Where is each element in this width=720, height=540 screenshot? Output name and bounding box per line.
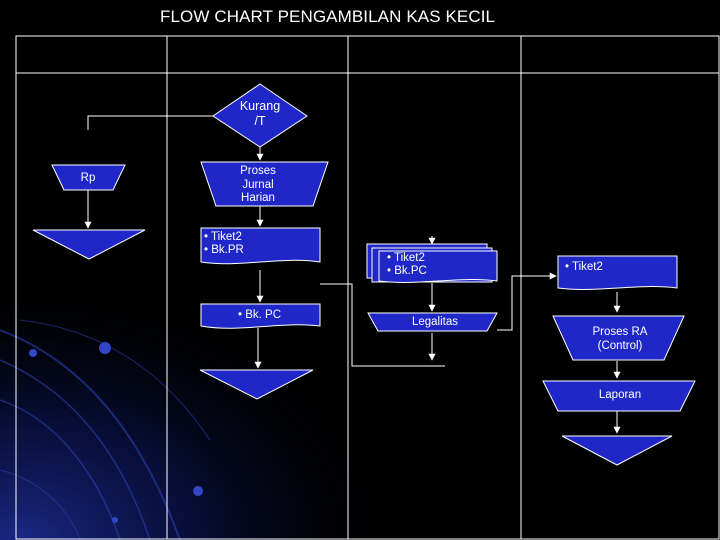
decision-kurang-label: Kurang /T <box>239 99 281 128</box>
background-glow <box>0 250 420 540</box>
page-title: FLOW CHART PENGAMBILAN KAS KECIL <box>160 7 496 26</box>
doc-tiket-bkpr-label: • Tiket2 • Bk.PR <box>204 231 244 256</box>
laporan-shape <box>542 380 696 412</box>
connector-tiket-legalitas-loop <box>320 283 445 367</box>
proses-jurnal-label: Proses Jurnal Harian <box>240 165 276 204</box>
connector-legalitas-tiket <box>497 272 557 331</box>
proses-ra-label: Proses RA (Control) <box>592 326 648 352</box>
doc-tiket-bkpc-shape <box>378 250 498 283</box>
proses-ra-shape <box>552 315 685 361</box>
decorative-dots <box>29 342 203 523</box>
legalitas-label: Legalitas <box>411 316 459 328</box>
doc-tiket-bkpr-shape <box>200 227 321 265</box>
connectors <box>84 115 621 434</box>
proses-jurnal-shape <box>200 161 329 207</box>
bkpc-offpage-triangle <box>199 369 314 400</box>
doc-tiket-label: • Tiket2 <box>565 261 603 273</box>
laporan-label: Laporan <box>598 389 642 401</box>
rp-label: Rp <box>80 172 96 184</box>
doc-bkpc-label: • Bk. PC <box>238 309 282 321</box>
decorative-swirls <box>0 319 211 540</box>
legalitas-shape <box>367 312 498 332</box>
doc-tiket-bkpc-label: • Tiket2 • Bk.PC <box>387 252 427 277</box>
rp-offpage-triangle <box>32 229 146 260</box>
laporan-offpage-triangle <box>561 435 673 466</box>
decision-kurang-shape <box>212 83 308 148</box>
rp-shape <box>51 164 126 191</box>
swimlane-frame <box>15 35 720 540</box>
connector-kurang-rp <box>87 115 213 130</box>
doc-bkpc-shape <box>200 303 321 329</box>
doc-tiket-shape <box>557 255 678 290</box>
